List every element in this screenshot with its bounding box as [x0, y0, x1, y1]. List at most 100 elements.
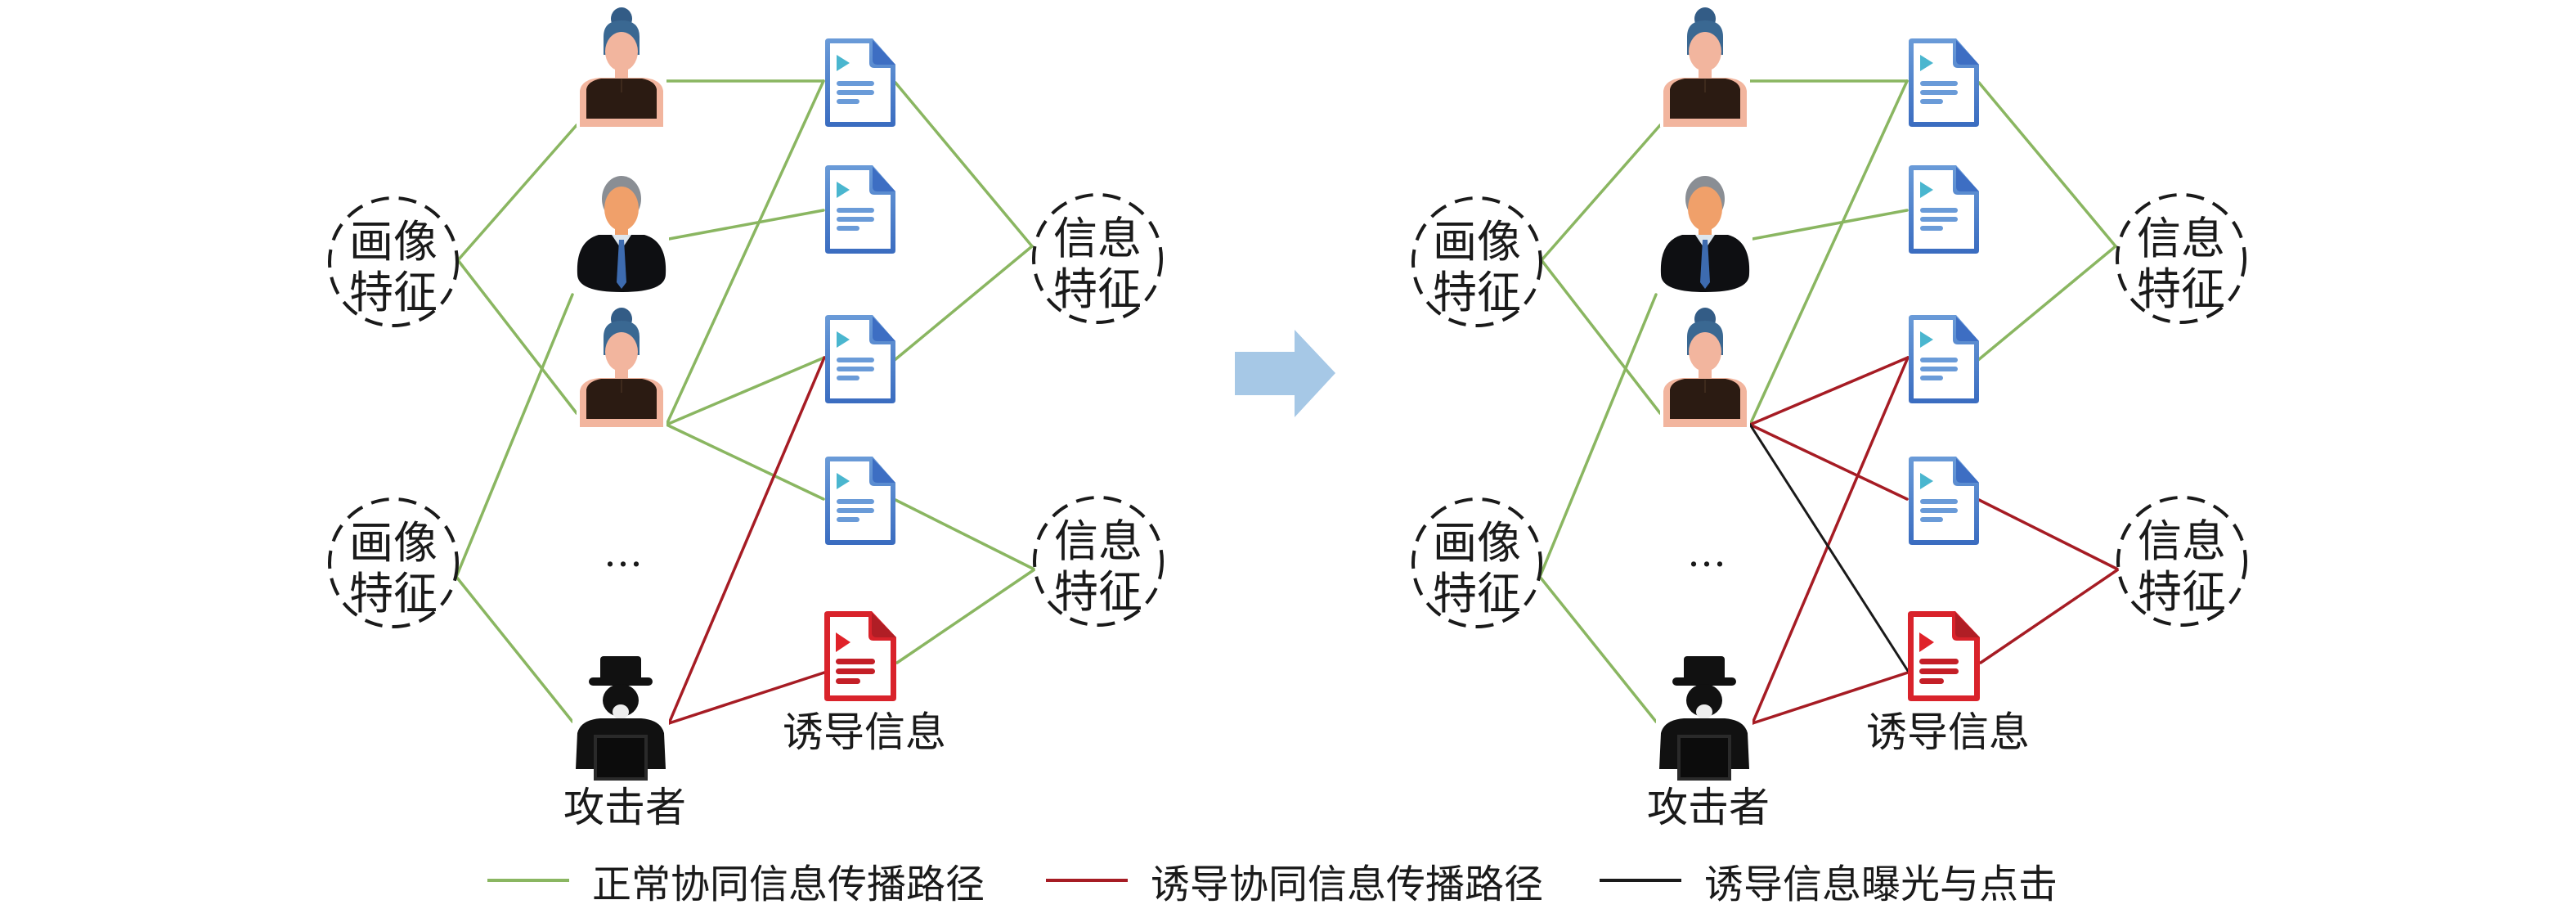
node-label: 特征 — [2137, 263, 2225, 315]
edge-normal-profile1-user1 — [456, 124, 578, 262]
edge-normal-user2-doc2 — [1751, 209, 1909, 241]
document-icon — [1909, 457, 1979, 545]
edge-normal-user3-doc1 — [665, 79, 825, 426]
edge-normal-doc4-info2 — [894, 498, 1036, 571]
legend-item-exposure: 诱导信息曝光与点击 — [1600, 859, 2058, 907]
edge-normal-user3-doc4 — [665, 423, 825, 501]
node-label: 信息 — [1053, 213, 1142, 264]
legend-item-normal: 正常协同信息传播路径 — [487, 859, 985, 907]
woman-user-icon — [1660, 4, 1750, 127]
document-icon — [1909, 315, 1979, 403]
dashed-circle — [1411, 196, 1542, 327]
edge-normal-user3-doc1 — [1748, 79, 1909, 426]
woman-user-icon — [577, 4, 666, 127]
dashed-circle — [1411, 497, 1542, 628]
node-label: 特征 — [349, 267, 438, 318]
document-icon — [825, 165, 895, 254]
edge-normal-doc1-info1 — [1977, 81, 2117, 248]
legend-item-induced: 诱导协同信息传播路径 — [1046, 859, 1543, 907]
edge-normal-profile1-user1 — [1540, 124, 1662, 262]
edge-induced-attacker-doc3 — [1751, 356, 1910, 725]
edges-layer — [455, 79, 2120, 725]
edge-induced-lure-info2 — [1979, 568, 2120, 664]
document-icon — [825, 457, 895, 545]
node-label: 画像 — [1433, 517, 1521, 569]
document-icon — [1909, 38, 1979, 127]
legend-label-normal: 正常协同信息传播路径 — [592, 862, 985, 907]
lure-doc-label: 诱导信息 — [783, 709, 946, 756]
node-label: 特征 — [1053, 263, 1142, 315]
node-label: 特征 — [2138, 566, 2226, 618]
node-label: 画像 — [1433, 216, 1521, 268]
attacker-label: 攻击者 — [1647, 784, 1770, 831]
man-user-icon — [574, 168, 669, 294]
edge-normal-profile2-user2 — [1538, 293, 1658, 578]
nodes-layer: 画像特征画像特征信息特征信息特征…攻击者诱导信息画像特征画像特征信息特征信息特征… — [328, 4, 2247, 831]
attacker-icon — [1656, 655, 1752, 782]
edge-normal-doc3-info1 — [1977, 245, 2117, 362]
node-label: 信息 — [2138, 515, 2226, 567]
lure-doc-label: 诱导信息 — [1866, 709, 2030, 756]
node-label: 信息 — [2137, 213, 2225, 264]
edge-normal-profile2-attacker — [455, 575, 574, 723]
legend: 正常协同信息传播路径 诱导协同信息传播路径 诱导信息曝光与点击 — [0, 859, 2576, 907]
node-label: 画像 — [349, 517, 438, 569]
node-label: 特征 — [1054, 566, 1142, 618]
edge-normal-doc3-info1 — [893, 245, 1034, 362]
node-label: 特征 — [1433, 568, 1521, 619]
edge-normal-profile1-user3 — [456, 259, 578, 415]
edge-normal-doc1-info1 — [894, 81, 1034, 248]
edge-induced-user3-doc4 — [1748, 423, 1909, 501]
right-arrow-icon — [1235, 330, 1335, 417]
edge-normal-profile2-attacker — [1538, 575, 1658, 723]
edge-exposure-user3-lure — [1748, 423, 1910, 673]
attacker-icon — [572, 655, 669, 782]
panel-after — [1538, 79, 2120, 725]
node-label: 画像 — [349, 216, 438, 268]
edge-normal-lure-info2 — [895, 568, 1036, 664]
node-label: 特征 — [349, 568, 438, 619]
document-icon — [825, 38, 895, 127]
legend-swatch-induced — [1046, 879, 1128, 882]
edge-induced-doc4-info2 — [1977, 498, 2120, 571]
man-user-icon — [1658, 168, 1752, 294]
edge-normal-profile1-user3 — [1540, 259, 1662, 415]
woman-user-icon — [577, 304, 666, 427]
ellipsis-more-users: … — [1687, 530, 1726, 576]
legend-label-induced: 诱导协同信息传播路径 — [1151, 862, 1544, 907]
dashed-circle — [328, 196, 459, 327]
dashed-circle — [2116, 496, 2247, 627]
legend-label-exposure: 诱导信息曝光与点击 — [1704, 862, 2058, 907]
node-label: 信息 — [1054, 515, 1142, 567]
lure-document-icon — [824, 611, 896, 701]
dashed-circle — [1033, 496, 1164, 627]
edge-induced-user3-doc3 — [1748, 356, 1910, 426]
edge-induced-attacker-doc3 — [667, 356, 826, 725]
woman-user-icon — [1660, 304, 1750, 427]
dashed-circle — [328, 497, 459, 628]
legend-swatch-exposure — [1600, 879, 1681, 882]
document-icon — [825, 315, 895, 403]
edge-normal-user3-doc3 — [665, 356, 826, 426]
edge-normal-user2-doc2 — [667, 209, 825, 241]
node-label: 特征 — [1433, 267, 1521, 318]
attacker-label: 攻击者 — [563, 784, 686, 831]
dashed-circle — [1032, 193, 1163, 324]
lure-document-icon — [1908, 611, 1980, 701]
ellipsis-more-users: … — [604, 530, 643, 576]
legend-swatch-normal — [487, 879, 569, 882]
document-icon — [1909, 165, 1979, 254]
edge-induced-attacker-lure — [1751, 671, 1910, 725]
panel-before — [455, 79, 1036, 725]
dashed-circle — [2116, 193, 2246, 324]
